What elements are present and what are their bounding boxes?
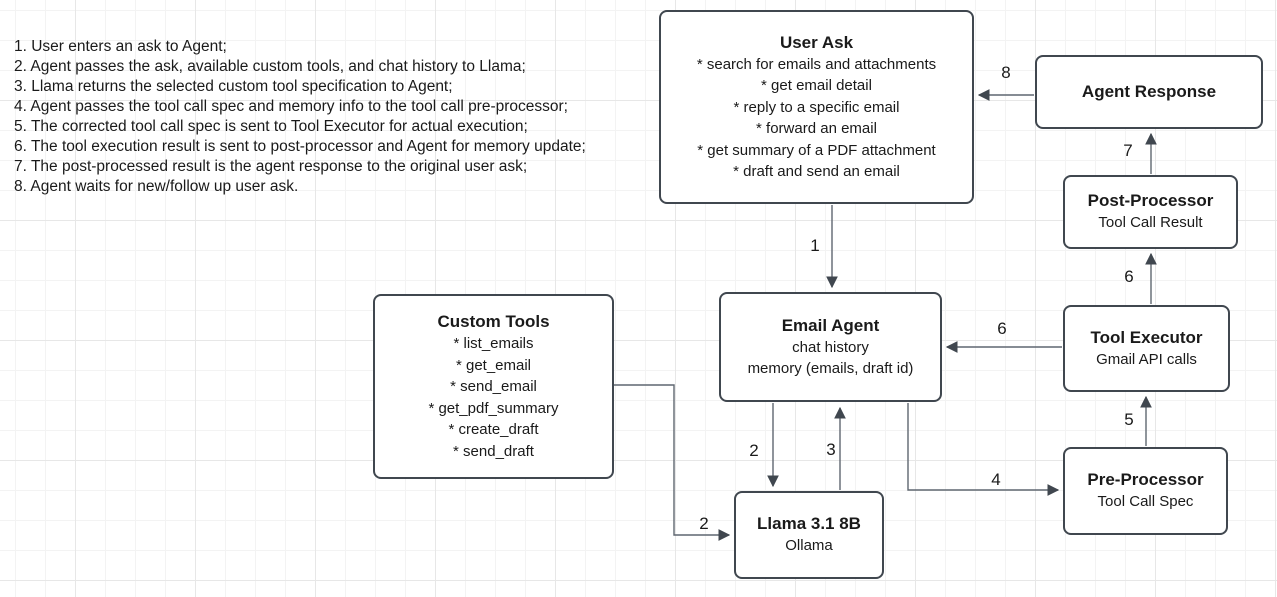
node-subtitle: Gmail API calls [1096, 350, 1197, 368]
node-title: Pre-Processor [1087, 470, 1204, 490]
edge-label-step1: 1 [810, 236, 820, 255]
node-list-item: * reply to a specific email [733, 98, 900, 116]
node-title: Agent Response [1081, 82, 1217, 101]
node-list-item: * list_emails [453, 335, 534, 352]
node-list-item: * send_email [450, 378, 537, 395]
node-llama: Llama 3.1 8B Ollama [734, 491, 884, 579]
node-pre-processor: Pre-Processor Tool Call Spec [1063, 447, 1228, 535]
node-detail-line: memory (emails, draft id) [747, 360, 914, 377]
node-list-item: * search for emails and attachments [696, 55, 937, 73]
edge-label-step2-agent-to-llama: 2 [749, 441, 759, 460]
node-list-item: * create_draft [448, 421, 539, 438]
flow-step: 7. The post-processed result is the agen… [14, 158, 528, 175]
edge-label-step7: 7 [1123, 141, 1133, 160]
node-user-ask: User Ask * search for emails and attachm… [659, 10, 974, 204]
edge-2-custom-tools-to-llama [614, 384, 731, 541]
flow-step: 4. Agent passes the tool call spec and m… [14, 98, 568, 115]
node-email-agent: Email Agent chat history memory (emails,… [719, 292, 942, 402]
flow-step: 3. Llama returns the selected custom too… [14, 78, 453, 95]
flow-step: 2. Agent passes the ask, available custo… [14, 58, 526, 75]
node-list-item: * forward an email [756, 120, 877, 137]
node-title: Llama 3.1 8B [757, 514, 861, 534]
flow-steps-list: 1. User enters an ask to Agent; 2. Agent… [14, 37, 586, 197]
node-list-item: * draft and send an email [733, 163, 900, 180]
node-post-processor: Post-Processor Tool Call Result [1063, 175, 1238, 249]
node-list-item: * get_email [455, 356, 532, 374]
node-title: Tool Executor [1090, 327, 1203, 347]
node-subtitle: Ollama [785, 537, 833, 555]
node-title: Email Agent [781, 315, 880, 335]
edge-label-step6-horizontal: 6 [997, 319, 1007, 338]
node-tool-executor: Tool Executor Gmail API calls [1063, 305, 1230, 392]
node-list-item: * get_pdf_summary [428, 399, 559, 417]
edge-label-step6-vertical: 6 [1124, 267, 1134, 286]
edge-label-step4: 4 [991, 470, 1001, 489]
node-subtitle: Tool Call Spec [1097, 493, 1194, 511]
node-custom-tools: Custom Tools * list_emails * get_email *… [373, 294, 614, 479]
edge-4-email-agent-to-pre-processor [907, 403, 1060, 496]
node-list-item: * get email detail [761, 77, 872, 94]
flow-step: 6. The tool execution result is sent to … [14, 138, 586, 155]
node-list-item: * get summary of a PDF attachment [697, 141, 936, 159]
flow-step: 5. The corrected tool call spec is sent … [14, 118, 528, 135]
edge-label-step8: 8 [1001, 63, 1011, 82]
node-title: Post-Processor [1087, 191, 1214, 211]
node-detail-line: chat history [792, 338, 869, 356]
edge-label-step5: 5 [1124, 410, 1134, 429]
edge-label-step2-tools-to-llama: 2 [699, 514, 709, 533]
node-list-item: * send_draft [453, 442, 534, 460]
node-title: Custom Tools [437, 312, 550, 331]
flow-step: 8. Agent waits for new/follow up user as… [14, 178, 299, 195]
node-agent-response: Agent Response [1035, 55, 1263, 129]
edge-label-step3: 3 [826, 440, 836, 459]
node-subtitle: Tool Call Result [1098, 214, 1203, 232]
flow-step: 1. User enters an ask to Agent; [14, 38, 227, 55]
node-title: User Ask [779, 32, 854, 52]
